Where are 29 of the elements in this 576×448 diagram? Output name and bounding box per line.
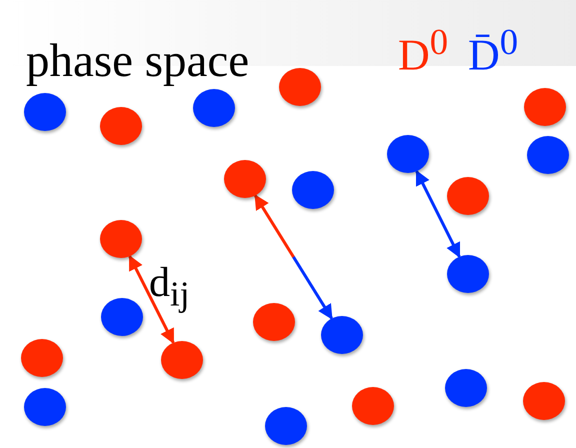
particle-dot	[24, 388, 66, 426]
distance-arrow	[128, 254, 175, 344]
particle-dot	[352, 387, 394, 425]
particle-dot	[100, 107, 142, 145]
distance-arrow	[415, 170, 461, 258]
particle-dot	[24, 93, 66, 131]
particle-dot	[279, 68, 321, 106]
particle-dot	[524, 88, 566, 126]
particle-dot	[101, 298, 143, 336]
particle-dot	[447, 255, 489, 293]
particle-dot	[527, 136, 569, 174]
particle-dot	[224, 160, 266, 198]
particle-dot	[253, 303, 295, 341]
distance-arrow	[254, 194, 333, 320]
distance-label: d$_{ij}$	[149, 262, 190, 312]
particle-dot	[523, 382, 565, 420]
particle-dot	[265, 407, 307, 445]
particle-dot	[161, 341, 203, 379]
particle-dot	[292, 171, 334, 209]
particle-dot	[21, 339, 63, 377]
legend-entry: D$^{0}$	[398, 24, 448, 78]
particle-dot	[445, 369, 487, 407]
particle-dot	[193, 89, 235, 127]
particle-dot	[100, 220, 142, 258]
legend-entry: D̄$^{0}$	[468, 24, 518, 78]
slide-title: phase space	[26, 38, 250, 85]
particle-dot	[321, 316, 363, 354]
particle-dot	[447, 177, 489, 215]
particle-dot	[387, 135, 429, 173]
